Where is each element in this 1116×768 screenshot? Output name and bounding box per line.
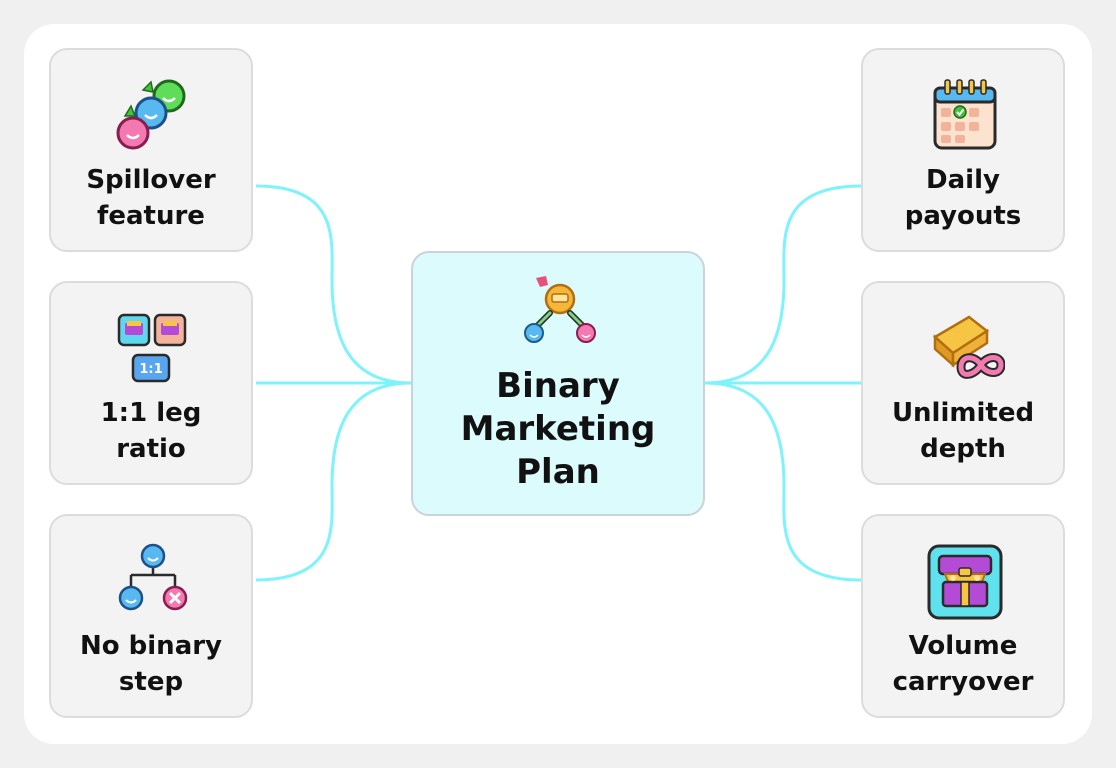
binary-tree-icon <box>524 276 596 343</box>
card-no-binary-step: No binary step <box>49 514 253 718</box>
connector-no-binary-step <box>255 381 412 582</box>
treasure-chest-icon <box>927 544 1003 620</box>
infinity-gold-icon <box>932 315 1005 379</box>
card-spillover-feature: Spillover feature <box>49 48 253 252</box>
calendar-icon <box>933 79 997 150</box>
card-daily-payouts: Daily payouts <box>861 48 1065 252</box>
connector-spillover <box>255 184 412 385</box>
card-label: Daily payouts <box>904 165 1022 231</box>
card-label: 1:1 leg ratio <box>100 398 202 464</box>
card-unlimited-depth: Unlimited depth <box>861 281 1065 485</box>
connector-volume-carryover <box>704 381 862 582</box>
card-label: Unlimited depth <box>891 398 1035 464</box>
leg-ratio-icon: 1:1 <box>117 313 187 383</box>
card-volume-carryover: Volume carryover <box>861 514 1065 718</box>
card-label: Spillover feature <box>86 165 216 231</box>
spillover-faces-icon <box>116 79 186 150</box>
card-leg-ratio: 1:1 1:1 leg ratio <box>49 281 253 485</box>
card-label: Volume carryover <box>892 631 1034 697</box>
center-title: Binary Marketing Plan <box>460 366 656 492</box>
connector-daily-payouts <box>704 184 862 385</box>
org-tree-icon <box>118 543 188 611</box>
card-label: No binary step <box>79 631 223 697</box>
center-node: Binary Marketing Plan <box>411 251 705 516</box>
svg-text:1:1: 1:1 <box>139 362 162 377</box>
